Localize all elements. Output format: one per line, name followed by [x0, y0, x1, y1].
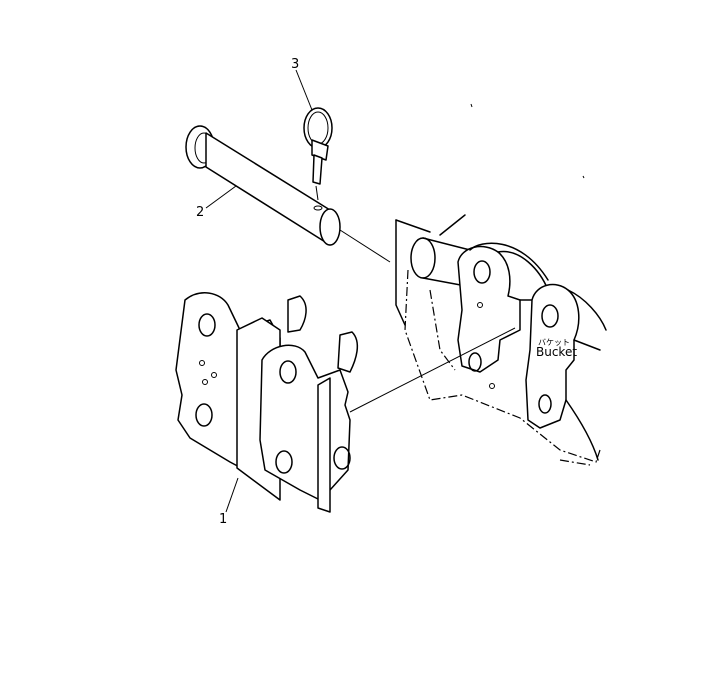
lock-pin [303, 107, 333, 201]
bucket-label-en: Bucket [536, 345, 577, 359]
pin [185, 125, 391, 263]
bucket-label-jp: バケット [538, 338, 570, 347]
callout-1: 1 [219, 512, 227, 527]
bucket [395, 103, 607, 466]
bracket [175, 292, 516, 513]
callout-2: 2 [196, 205, 204, 220]
callout-3: 3 [291, 57, 299, 72]
leader-lines [205, 69, 313, 513]
